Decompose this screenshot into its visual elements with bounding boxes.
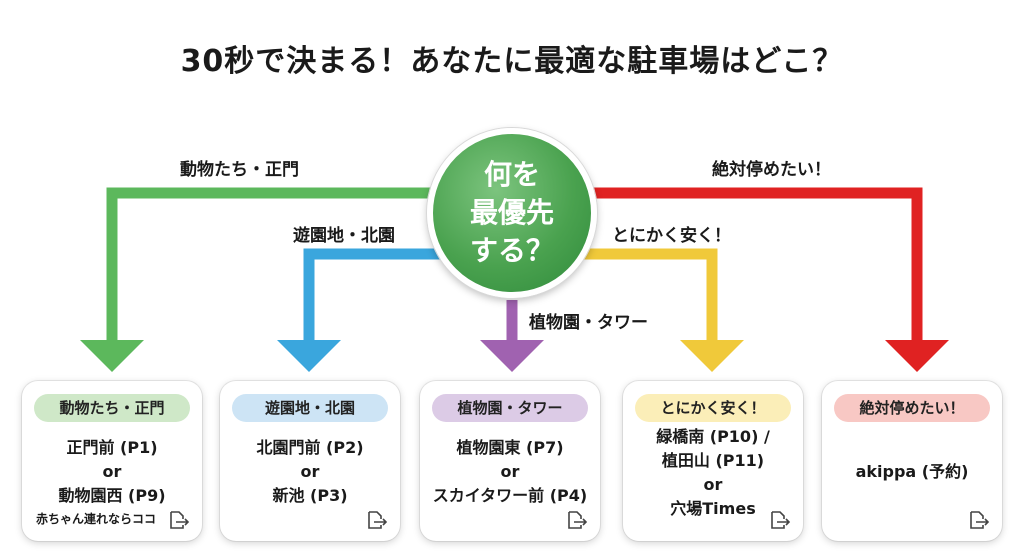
center-line: 最優先 [469,196,554,229]
center-line: 何を [483,158,540,191]
card-body: 北園門前 (P2) or 新池 (P3) [220,427,400,517]
arrow-green [106,187,440,345]
card-line: 緑橋南 (P10) / [656,427,770,446]
card-pill: 動物たち・正門 [34,394,190,422]
arrow-yellow [575,248,718,345]
card-line: akippa (予約) [855,462,969,481]
share-icon[interactable] [364,507,388,531]
result-card-purple[interactable]: 植物園・タワー 植物園東 (P7) or スカイタワー前 (P4) [420,381,600,541]
arrow-blue [303,248,452,345]
card-line: or [500,462,520,481]
card-line: or [102,462,122,481]
card-pill: 絶対停めたい！ [834,394,990,422]
center-question-circle: 何を 最優先 する？ [427,128,597,298]
card-line: 穴場Times [670,499,756,518]
center-question-text: 何を 最優先 する？ [447,156,577,270]
branch-label-purple: 植物園・タワー [529,313,648,333]
card-body: 植物園東 (P7) or スカイタワー前 (P4) [420,427,600,517]
arrowhead-blue [277,340,341,372]
card-line: スカイタワー前 (P4) [432,486,588,505]
result-card-green[interactable]: 動物たち・正門 正門前 (P1) or 動物園西 (P9) 赤ちゃん連れならココ [22,381,202,541]
arrowhead-purple [480,340,544,372]
share-icon[interactable] [767,507,791,531]
branch-label-yellow: とにかく安く！ [612,226,731,246]
card-line: 新池 (P3) [272,486,348,505]
card-pill: 遊園地・北園 [232,394,388,422]
arrowhead-yellow [680,340,744,372]
card-line: 植田山 (P11) [661,451,765,470]
branch-label-green: 動物たち・正門 [180,160,299,180]
result-card-blue[interactable]: 遊園地・北園 北園門前 (P2) or 新池 (P3) [220,381,400,541]
center-line: する？ [469,234,554,267]
branch-label-blue: 遊園地・北園 [293,226,395,246]
result-card-red[interactable]: 絶対停めたい！ akippa (予約) [822,381,1002,541]
card-line: 植物園東 (P7) [456,438,564,457]
card-body: 緑橋南 (P10) / 植田山 (P11) or 穴場Times [623,425,803,521]
share-icon[interactable] [966,507,990,531]
arrowhead-red [885,340,949,372]
card-line: or [703,475,723,494]
card-pill: とにかく安く！ [635,394,791,422]
arrow-red [588,187,923,345]
arrowhead-green [80,340,144,372]
share-icon[interactable] [564,507,588,531]
card-pill: 植物園・タワー [432,394,588,422]
branch-label-red: 絶対停めたい！ [712,160,831,180]
card-line: or [300,462,320,481]
share-icon[interactable] [166,507,190,531]
card-note: 赤ちゃん連れならココ [36,512,157,526]
card-body: akippa (予約) [822,427,1002,517]
page-title: 30秒で決まる！あなたに最適な駐車場はどこ？ [180,44,844,79]
card-body: 正門前 (P1) or 動物園西 (P9) [22,427,202,517]
card-line: 正門前 (P1) [66,438,158,457]
result-card-yellow[interactable]: とにかく安く！ 緑橋南 (P10) / 植田山 (P11) or 穴場Times [623,381,803,541]
card-line: 北園門前 (P2) [256,438,364,457]
card-line: 動物園西 (P9) [58,486,166,505]
